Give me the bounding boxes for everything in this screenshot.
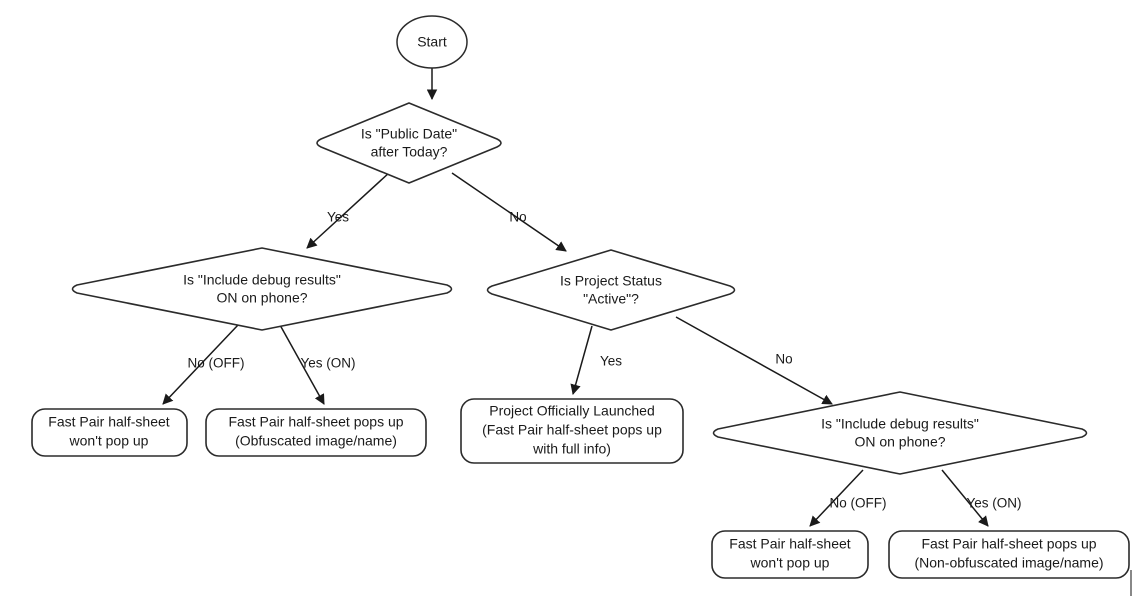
- result-launched-box: [460, 398, 684, 464]
- edge-project-status-yes: [570, 325, 593, 396]
- edge-debug-left-off: [162, 324, 239, 405]
- edge-label-project-status-yes: Yes: [600, 354, 622, 369]
- result-no-popup-left-box: [31, 408, 188, 457]
- project-status-diamond: [486, 249, 736, 331]
- edge-label-debug-left-on: Yes (ON): [300, 356, 355, 371]
- edge-public-date-yes: [306, 171, 391, 249]
- edge-debug-left-on: [279, 324, 325, 405]
- edge-debug-right-off: [809, 469, 864, 527]
- node-debug-left-decision[interactable]: Is "Include debug results" ON on phone?: [71, 247, 453, 331]
- edges-layer: [162, 68, 989, 527]
- node-result-non-obfuscated[interactable]: Fast Pair half-sheet pops up (Non-obfusc…: [888, 530, 1130, 579]
- result-non-obfuscated-line-1: Fast Pair half-sheet pops up: [921, 536, 1096, 552]
- debug-right-diamond: [712, 391, 1088, 475]
- result-launched-line-2: (Fast Pair half-sheet pops up: [482, 422, 662, 438]
- debug-right-line-1: Is "Include debug results": [821, 416, 979, 432]
- node-public-date-decision[interactable]: Is "Public Date" after Today?: [316, 102, 502, 184]
- edge-label-public-date-no: No: [509, 210, 526, 225]
- edge-label-debug-right-off: No (OFF): [830, 496, 887, 511]
- node-start[interactable]: Start: [396, 15, 468, 69]
- result-obfuscated-line-1: Fast Pair half-sheet pops up: [228, 414, 403, 430]
- public-date-diamond: [316, 102, 502, 184]
- debug-left-line-2: ON on phone?: [216, 290, 307, 306]
- result-no-popup-right-line-2: won't pop up: [750, 555, 830, 571]
- result-obfuscated-line-2: (Obfuscated image/name): [235, 433, 397, 449]
- edge-project-status-no: [675, 316, 833, 405]
- node-project-status-decision[interactable]: Is Project Status "Active"?: [486, 249, 736, 331]
- node-result-no-popup-right[interactable]: Fast Pair half-sheet won't pop up: [711, 530, 869, 579]
- public-date-line-1: Is "Public Date": [361, 126, 457, 142]
- edge-public-date-no: [451, 172, 567, 252]
- result-launched-line-1: Project Officially Launched: [489, 403, 655, 419]
- result-no-popup-right-line-1: Fast Pair half-sheet: [729, 536, 850, 552]
- edge-label-public-date-yes: Yes: [327, 210, 349, 225]
- node-result-launched[interactable]: Project Officially Launched (Fast Pair h…: [460, 398, 684, 464]
- edge-label-project-status-no: No: [775, 352, 792, 367]
- debug-left-diamond: [71, 247, 453, 331]
- edge-label-debug-left-off: No (OFF): [188, 356, 245, 371]
- project-status-line-2: "Active"?: [583, 291, 639, 307]
- result-non-obfuscated-line-2: (Non-obfuscated image/name): [914, 555, 1103, 571]
- edge-label-debug-right-on: Yes (ON): [966, 496, 1021, 511]
- start-label: Start: [417, 34, 447, 50]
- edge-labels-layer: Yes No No (OFF) Yes (ON) Yes No No (OFF)…: [188, 210, 1022, 511]
- node-debug-right-decision[interactable]: Is "Include debug results" ON on phone?: [712, 391, 1088, 475]
- node-result-obfuscated[interactable]: Fast Pair half-sheet pops up (Obfuscated…: [205, 408, 427, 457]
- result-no-popup-left-line-1: Fast Pair half-sheet: [48, 414, 169, 430]
- result-launched-line-3: with full info): [532, 441, 611, 457]
- result-non-obfuscated-box: [888, 530, 1130, 579]
- result-obfuscated-box: [205, 408, 427, 457]
- project-status-line-1: Is Project Status: [560, 273, 662, 289]
- edge-debug-right-on: [941, 469, 989, 527]
- node-result-no-popup-left[interactable]: Fast Pair half-sheet won't pop up: [31, 408, 188, 457]
- public-date-line-2: after Today?: [371, 144, 448, 160]
- debug-right-line-2: ON on phone?: [854, 434, 945, 450]
- result-no-popup-right-box: [711, 530, 869, 579]
- debug-left-line-1: Is "Include debug results": [183, 272, 341, 288]
- result-no-popup-left-line-2: won't pop up: [69, 433, 149, 449]
- start-ellipse: [396, 15, 468, 69]
